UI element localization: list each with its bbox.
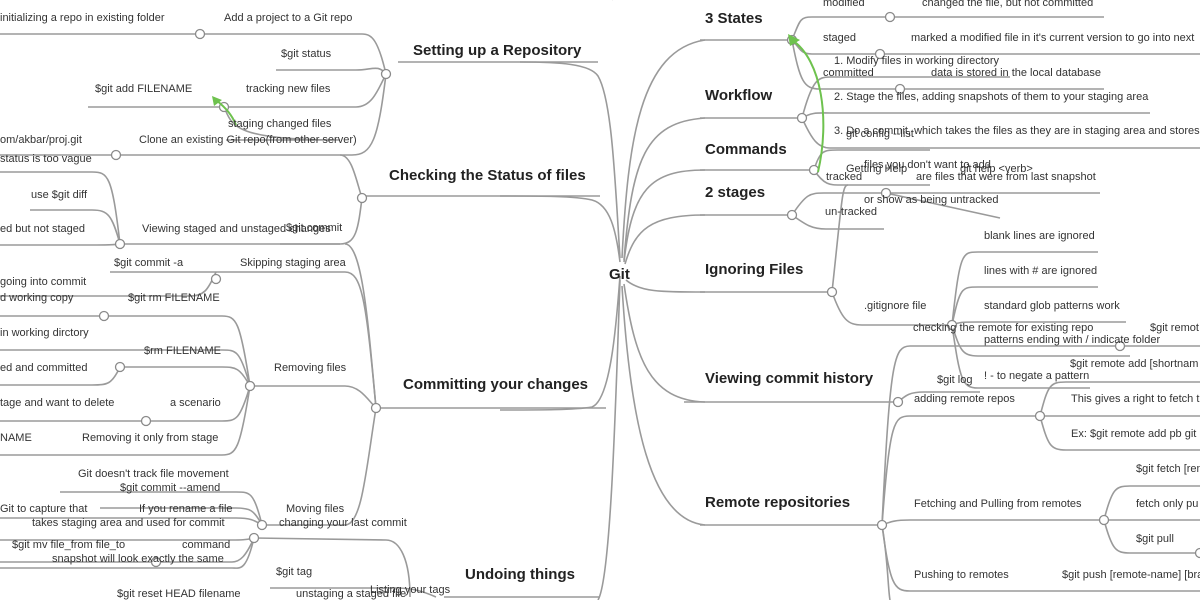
node-staging-changed[interactable]: staging changed files	[228, 118, 331, 131]
node-a-scenario[interactable]: a scenario	[170, 397, 221, 410]
topic-workflow[interactable]: Workflow	[705, 87, 772, 105]
node-commit-amend[interactable]: $git commit --amend	[120, 482, 220, 495]
node-git-log[interactable]: $git log	[937, 374, 972, 387]
node-working-copy[interactable]: d working copy	[0, 292, 73, 305]
node-git-status[interactable]: $git status	[281, 48, 331, 61]
node-changed-not-committed[interactable]: changed the file, but not committed	[922, 0, 1093, 10]
node-changing-last[interactable]: changing your last commit	[279, 517, 407, 530]
node-show-untracked[interactable]: or show as being untracked	[864, 194, 999, 207]
node-command[interactable]: command	[182, 539, 230, 552]
topic-two-stages[interactable]: 2 stages	[705, 184, 765, 202]
node-clone-url[interactable]: om/akbar/proj.git	[0, 134, 82, 147]
trunk-three-states	[622, 40, 705, 258]
node-tracking-new[interactable]: tracking new files	[246, 83, 330, 96]
topic-ignoring[interactable]: Ignoring Files	[705, 261, 803, 279]
node-hash-lines[interactable]: lines with # are ignored	[984, 265, 1097, 278]
node-git-add[interactable]: $git add FILENAME	[95, 83, 192, 96]
node-fetch-only[interactable]: fetch only pu	[1136, 498, 1198, 511]
node-git-commit-a[interactable]: $git commit -a	[114, 257, 183, 270]
node-reset-head[interactable]: $git reset HEAD filename	[117, 588, 241, 601]
node-use-diff[interactable]: use $git diff	[31, 189, 87, 202]
node-tracked[interactable]: tracked	[826, 171, 862, 184]
node-changed-not-staged[interactable]: ed but not staged	[0, 223, 85, 236]
node-files-from-snapshot[interactable]: are files that were from last snapshot	[916, 171, 1096, 184]
node-removing-files[interactable]: Removing files	[274, 362, 346, 375]
node-git-rm[interactable]: $git rm FILENAME	[128, 292, 220, 305]
node-marked-modified[interactable]: marked a modified file in it's current v…	[911, 32, 1194, 45]
node-committed[interactable]: committed	[823, 67, 874, 80]
trunk-undoing	[598, 280, 620, 600]
node-status-vague[interactable]: status is too vague	[0, 153, 92, 166]
node-gitignore[interactable]: .gitignore file	[864, 300, 926, 313]
topic-committing[interactable]: Committing your changes	[403, 376, 588, 394]
node-in-working-dir[interactable]: in working dirctory	[0, 327, 89, 340]
topic-commands[interactable]: Commands	[705, 141, 787, 159]
node-git-config[interactable]: git config --list	[846, 128, 914, 141]
node-no-track-movement[interactable]: Git doesn't track file movement	[78, 468, 229, 481]
trunk-checking-status	[500, 196, 620, 262]
node-untracked[interactable]: un-tracked	[825, 206, 877, 219]
topic-three-states[interactable]: 3 States	[705, 10, 763, 28]
node-git-fetch[interactable]: $git fetch [rem	[1136, 463, 1200, 476]
node-modified[interactable]: modified	[823, 0, 865, 10]
node-staged[interactable]: staged	[823, 32, 856, 45]
node-remote-add[interactable]: $git remote add [shortnam	[1070, 358, 1198, 371]
node-wf2[interactable]: 2. Stage the files, adding snapshots of …	[834, 91, 1148, 104]
node-git-tag[interactable]: $git tag	[276, 566, 312, 579]
topic-undoing[interactable]: Undoing things	[465, 566, 575, 584]
node-add-project[interactable]: Add a project to a Git repo	[224, 12, 352, 25]
node-fetching-pulling[interactable]: Fetching and Pulling from remotes	[914, 498, 1082, 511]
topic-setting-up[interactable]: Setting up a Repository	[413, 42, 581, 60]
trunk-two-stages	[625, 215, 705, 264]
node-right-to-fetch[interactable]: This gives a right to fetch t	[1071, 393, 1199, 406]
trunk-history	[624, 284, 705, 402]
node-ex-remote-add[interactable]: Ex: $git remote add pb git	[1071, 428, 1196, 441]
trunk-ignoring	[626, 280, 705, 292]
node-negate[interactable]: ! - to negate a pattern	[984, 370, 1089, 383]
node-stored-db[interactable]: data is stored in the local database	[931, 67, 1101, 80]
node-unstaging[interactable]: unstaging a staged file	[296, 588, 406, 601]
node-blank-lines[interactable]: blank lines are ignored	[984, 230, 1095, 243]
node-adding-remote[interactable]: adding remote repos	[914, 393, 1015, 406]
node-git-push[interactable]: $git push [remote-name] [bra	[1062, 569, 1200, 582]
node-git-pull[interactable]: $git pull	[1136, 533, 1174, 546]
node-glob-patterns[interactable]: standard glob patterns work	[984, 300, 1120, 313]
node-pushing[interactable]: Pushing to remotes	[914, 569, 1009, 582]
node-skipping-staging[interactable]: Skipping staging area	[240, 257, 346, 270]
node-going-into-commit[interactable]: going into commit	[0, 276, 86, 289]
node-stage-delete[interactable]: tage and want to delete	[0, 397, 114, 410]
center-topic[interactable]: Git	[609, 268, 630, 281]
topic-remote-repos[interactable]: Remote repositories	[705, 494, 850, 512]
trunk-remote	[622, 286, 705, 525]
node-rename-file[interactable]: If you rename a file	[139, 503, 233, 516]
node-rm-filename[interactable]: $rm FILENAME	[144, 345, 221, 358]
node-git-mv[interactable]: $git mv file_from file_to	[12, 539, 125, 552]
node-staged-committed[interactable]: ed and committed	[0, 362, 87, 375]
topic-checking-status[interactable]: Checking the Status of files	[389, 167, 586, 185]
node-clone-existing[interactable]: Clone an existing Git repo(from other se…	[139, 134, 357, 147]
topic-viewing-history[interactable]: Viewing commit history	[705, 370, 873, 388]
node-slash-folder[interactable]: patterns ending with / indicate folder	[984, 334, 1160, 347]
node-removing-from-stage[interactable]: Removing it only from stage	[82, 432, 218, 445]
node-name-frag[interactable]: NAME	[0, 432, 32, 445]
node-moving-files[interactable]: Moving files	[286, 503, 344, 516]
node-capture-that[interactable]: Git to capture that	[0, 503, 87, 516]
node-init-existing[interactable]: initializing a repo in existing folder	[0, 12, 164, 25]
trunk-setting-up	[520, 62, 620, 258]
node-snapshot-same[interactable]: snapshot will look exactly the same	[52, 553, 224, 566]
node-takes-staging[interactable]: takes staging area and used for commit	[32, 517, 225, 530]
node-git-commit[interactable]: $git commit	[286, 222, 342, 235]
